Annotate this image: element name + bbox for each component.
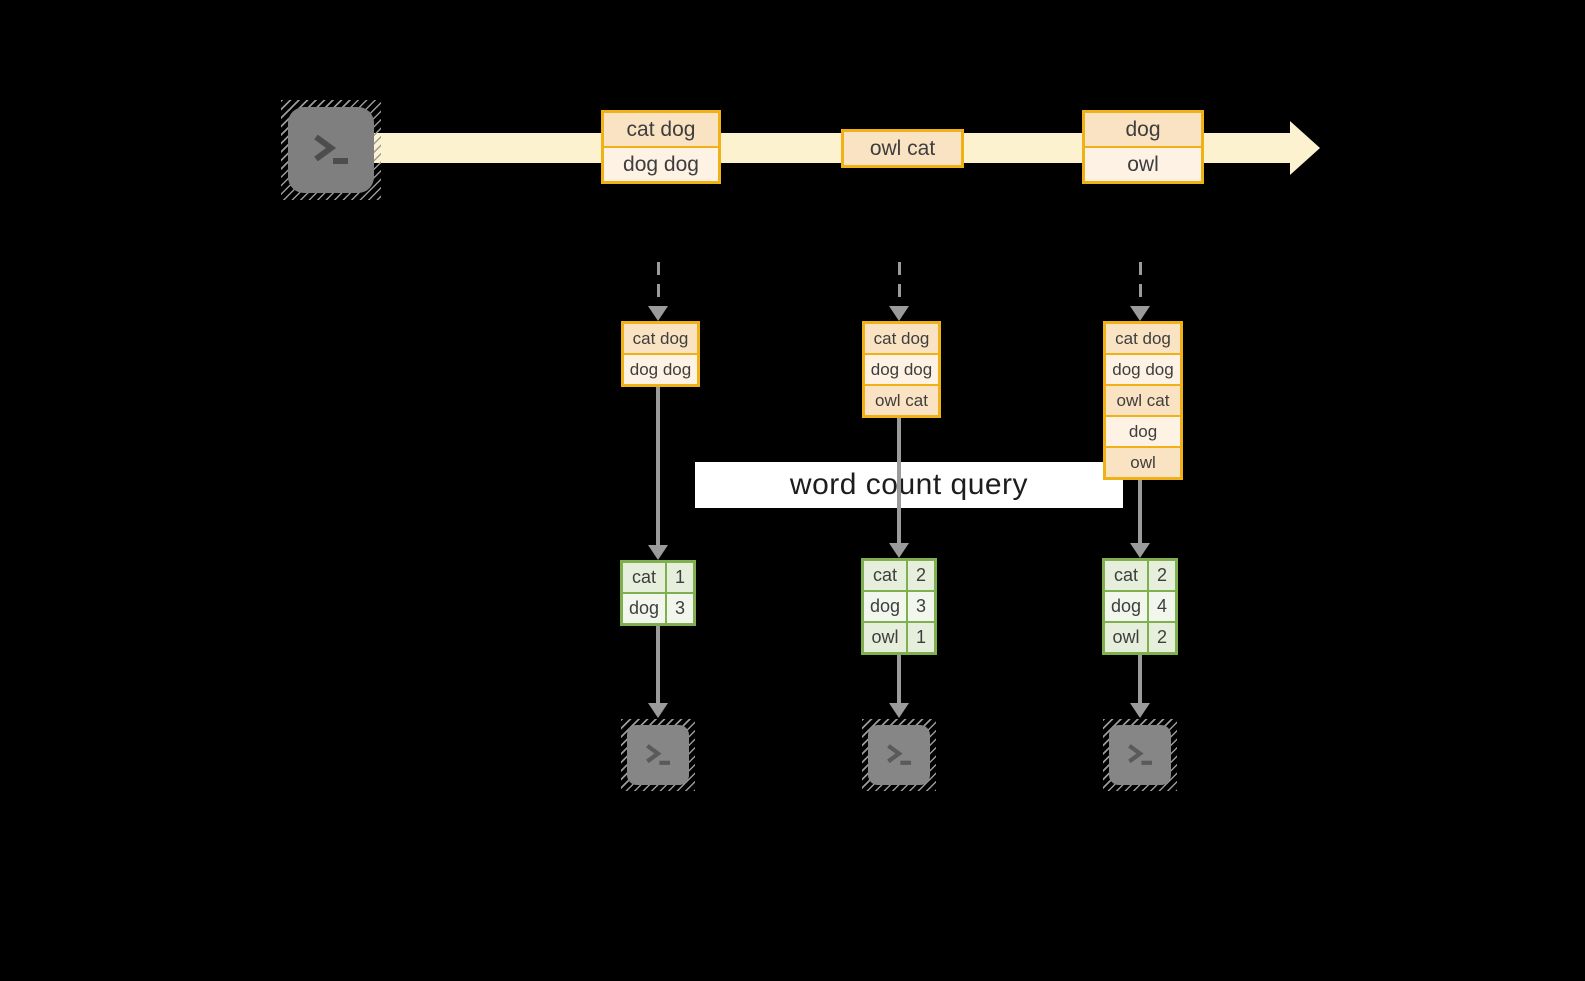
- result-row: owl 1: [864, 621, 934, 652]
- result-row: owl 2: [1105, 621, 1175, 652]
- arrow-line: [1138, 655, 1142, 703]
- batch-record: dog: [1085, 113, 1201, 146]
- arrow-line: [1138, 480, 1142, 543]
- arrowhead-icon: [1130, 543, 1150, 558]
- state-record: owl cat: [1106, 384, 1180, 415]
- result-count: 3: [908, 592, 934, 621]
- query-label: word count query: [789, 468, 1029, 501]
- result-word: owl: [1105, 623, 1149, 652]
- sink-terminal-hatch-2: [862, 719, 936, 791]
- state-record: owl cat: [865, 384, 938, 415]
- batch-record: owl: [1085, 146, 1201, 181]
- result-count: 1: [667, 563, 693, 592]
- terminal-prompt-icon: [887, 744, 912, 765]
- terminal-icon: [288, 107, 374, 193]
- dashed-arrow-1: [648, 262, 668, 321]
- state-record: dog dog: [865, 353, 938, 384]
- dashed-arrow-2: [889, 262, 909, 321]
- state-table-2: cat dog dog dog owl cat: [862, 321, 941, 418]
- state-record: owl: [1106, 446, 1180, 477]
- result-word: cat: [864, 561, 908, 590]
- arrow-line: [897, 655, 901, 703]
- result-word: cat: [1105, 561, 1149, 590]
- arrow-line: [656, 626, 660, 703]
- batch-record: dog dog: [604, 146, 718, 181]
- result-word: dog: [623, 594, 667, 623]
- stream-batch-1: cat dog dog dog: [601, 110, 721, 184]
- sink-arrow-1: [648, 626, 668, 718]
- terminal-prompt-icon: [1128, 744, 1153, 765]
- state-record: cat dog: [865, 324, 938, 353]
- state-table-1: cat dog dog dog: [621, 321, 700, 387]
- result-row: dog 4: [1105, 590, 1175, 621]
- result-row: cat 2: [1105, 561, 1175, 590]
- arrowhead-icon: [648, 703, 668, 718]
- query-arrow-1: [648, 387, 668, 560]
- query-arrow-2: [889, 418, 909, 558]
- result-row: dog 3: [864, 590, 934, 621]
- result-row: cat 1: [623, 563, 693, 592]
- arrowhead-icon: [648, 306, 668, 321]
- result-row: dog 3: [623, 592, 693, 623]
- state-record: dog dog: [624, 353, 697, 384]
- sink-terminal-hatch-3: [1103, 719, 1177, 791]
- state-record: dog dog: [1106, 353, 1180, 384]
- batch-record: cat dog: [604, 113, 718, 146]
- terminal-icon: [868, 725, 930, 785]
- arrow-line: [897, 262, 901, 306]
- result-row: cat 2: [864, 561, 934, 590]
- query-arrow-3: [1130, 480, 1150, 558]
- batch-record: owl cat: [844, 132, 961, 165]
- result-word: owl: [864, 623, 908, 652]
- state-record: cat dog: [1106, 324, 1180, 353]
- state-record: cat dog: [624, 324, 697, 353]
- arrow-line: [897, 418, 901, 543]
- arrow-line: [1138, 262, 1142, 306]
- terminal-icon: [627, 725, 689, 785]
- arrowhead-icon: [1130, 703, 1150, 718]
- result-count: 3: [667, 594, 693, 623]
- result-table-2: cat 2 dog 3 owl 1: [861, 558, 937, 655]
- result-count: 2: [1149, 561, 1175, 590]
- dashed-arrow-3: [1130, 262, 1150, 321]
- arrowhead-icon: [889, 306, 909, 321]
- state-record: dog: [1106, 415, 1180, 446]
- terminal-icon: [1109, 725, 1171, 785]
- stream-batch-2: owl cat: [841, 129, 964, 168]
- stream-arrowhead: [1290, 121, 1320, 175]
- arrowhead-icon: [889, 703, 909, 718]
- arrow-line: [656, 262, 660, 306]
- state-table-3: cat dog dog dog owl cat dog owl: [1103, 321, 1183, 480]
- result-word: cat: [623, 563, 667, 592]
- sink-arrow-2: [889, 655, 909, 718]
- result-count: 4: [1149, 592, 1175, 621]
- query-label-band: word count query: [695, 462, 1123, 508]
- stream-batch-3: dog owl: [1082, 110, 1204, 184]
- result-word: dog: [864, 592, 908, 621]
- arrowhead-icon: [648, 545, 668, 560]
- result-count: 1: [908, 623, 934, 652]
- terminal-prompt-icon: [314, 134, 348, 164]
- result-table-3: cat 2 dog 4 owl 2: [1102, 558, 1178, 655]
- arrowhead-icon: [1130, 306, 1150, 321]
- sink-terminal-hatch-1: [621, 719, 695, 791]
- result-word: dog: [1105, 592, 1149, 621]
- result-count: 2: [908, 561, 934, 590]
- result-table-1: cat 1 dog 3: [620, 560, 696, 626]
- source-terminal-hatch: [281, 100, 381, 200]
- sink-arrow-3: [1130, 655, 1150, 718]
- terminal-prompt-icon: [646, 744, 671, 765]
- result-count: 2: [1149, 623, 1175, 652]
- arrowhead-icon: [889, 543, 909, 558]
- arrow-line: [656, 387, 660, 545]
